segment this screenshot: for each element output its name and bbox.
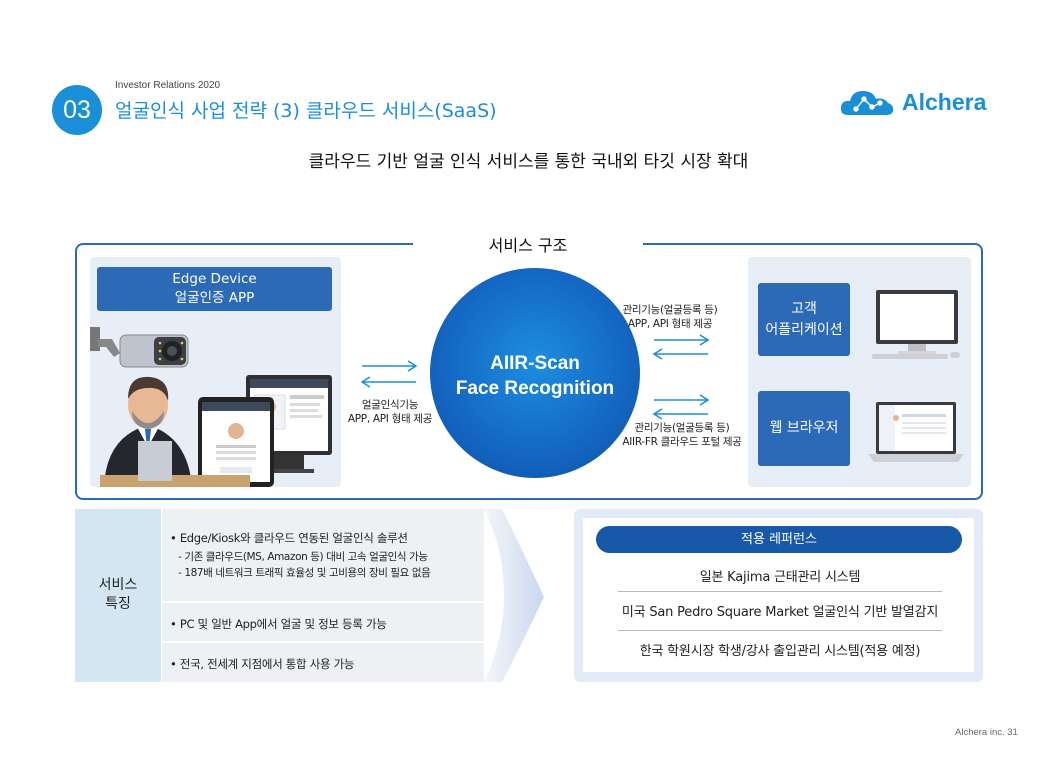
page-title: 얼굴인식 사업 전략 (3) 클라우드 서비스(SaaS) [115,100,497,122]
feature-item-1: • Edge/Kiosk와 클라우드 연동된 얼굴인식 솔루션 [170,531,408,545]
laptop-icon [868,402,964,462]
bottom-flow-caption: 관리기능(얼굴등록 등) AIIR-FR 클라우드 포털 제공 [622,422,742,448]
chevron-right-icon [484,509,544,682]
feature-item-1-sub-1: - 기존 클라우드(MS, Amazon 등) 대비 고속 얼굴인식 가능 [178,551,428,563]
core-title-line2: Face Recognition [455,378,615,399]
features-heading: 서비스 특징 [75,509,161,682]
section-number-badge: 03 [52,85,102,135]
feature-row [162,603,484,641]
feature-item-3: • 전국, 전세계 지점에서 통합 사용 가능 [170,657,355,671]
bottom-sync-arrows-icon [652,394,710,420]
edge-device-label: Edge Device 얼굴인증 APP [97,267,332,311]
reference-item-1: 일본 Kajima 근태관리 시스템 [699,570,861,585]
edge-device-illustration [90,327,332,487]
reference-divider [618,630,942,631]
reference-item-2: 미국 San Pedro Square Market 얼굴인식 기반 발열감지 [621,605,939,620]
feature-item-2: • PC 및 일반 App에서 얼굴 및 정보 등록 가능 [170,617,387,631]
feature-row [162,509,484,601]
top-flow-caption: 관리기능(얼굴등록 등) APP, API 형태 제공 [622,304,718,330]
left-sync-arrows-icon [360,360,418,388]
tablet-device [198,397,274,487]
web-browser-box: 웹 브라우저 [758,391,850,466]
feature-row [162,643,484,682]
feature-item-1-sub-2: - 187배 네트워크 트래픽 효율성 및 고비용의 장비 필요 없음 [178,567,431,579]
core-title-line1: AIIR-Scan [490,353,580,374]
service-structure-title: 서비스 구조 [413,232,643,255]
cctv-camera-icon [90,327,189,368]
desktop-monitor-icon [872,290,960,359]
cloud-network-icon [840,91,894,115]
reference-divider [618,591,942,592]
page-subtitle: 클라우드 기반 얼굴 인식 서비스를 통한 국내외 타깃 시장 확대 [308,152,749,172]
references-heading: 적용 레퍼런스 [596,526,962,553]
alchera-logo: Alchera [838,82,998,122]
logo-text: Alchera [902,88,987,115]
top-sync-arrows-icon [652,334,710,360]
customer-app-box: 고객 어플리케이션 [758,283,850,356]
left-flow-caption: 얼굴인식기능 APP, API 형태 제공 [347,399,433,425]
page-footer: Alchera inc. 31 [955,727,1018,738]
aiir-scan-core: AIIR-Scan Face Recognition [430,268,640,478]
reference-item-3: 한국 학원시장 학생/강사 출입관리 시스템(적용 예정) [639,644,921,659]
eyebrow-label: Investor Relations 2020 [115,80,221,91]
